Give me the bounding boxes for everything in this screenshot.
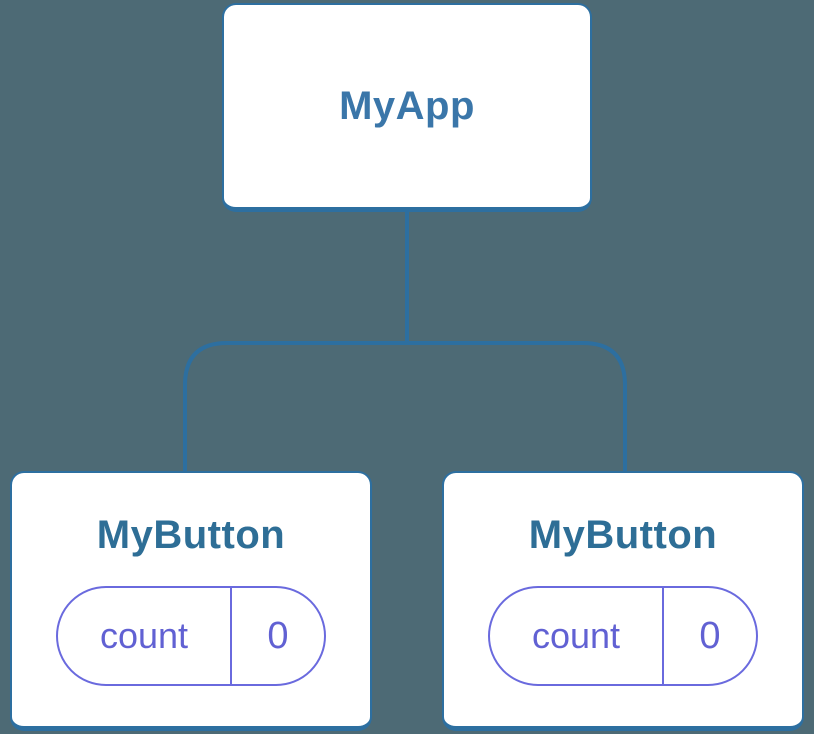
state-value: 0 [699,614,721,657]
node-mybutton-1-label: MyButton [96,513,286,557]
node-myapp-label: MyApp [339,83,475,128]
state-value: 0 [267,614,289,657]
node-mybutton-1: MyButton count 0 [10,471,372,731]
connector-branch [183,341,627,473]
node-mybutton-2-label: MyButton [528,513,718,557]
node-myapp: MyApp [222,3,592,212]
state-key-label: count [490,588,664,684]
state-pill: count 0 [56,586,326,686]
state-key-label: count [58,588,232,684]
node-mybutton-2: MyButton count 0 [442,471,804,731]
state-pill: count 0 [488,586,758,686]
